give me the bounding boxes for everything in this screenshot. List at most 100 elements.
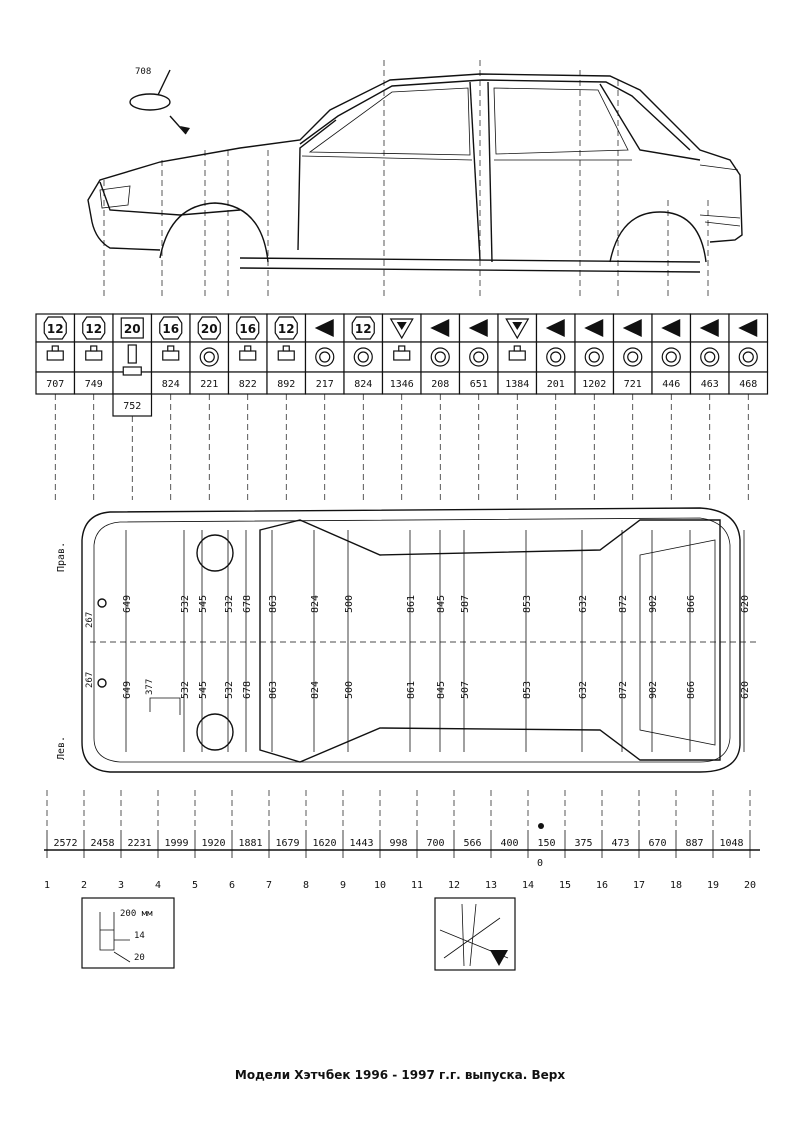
ring-inner-icon <box>742 351 754 363</box>
pin-fixture-icon <box>127 344 137 364</box>
plan-dim-lower: 863 <box>268 681 279 699</box>
hex-badge-icon <box>197 316 221 340</box>
ring-inner-icon <box>434 351 446 363</box>
plan-dim-upper: 863 <box>268 595 279 613</box>
longitudinal-dim-label: 566 <box>463 838 481 849</box>
side-label-right: Прав. <box>56 542 67 572</box>
table-value-label: 824 <box>354 379 372 390</box>
longitudinal-dim-label: 375 <box>574 838 592 849</box>
plan-dim-lower: 532 <box>224 681 235 699</box>
caption: Модели Хэтчбек 1996 - 1997 г.г. выпуска.… <box>234 1068 566 1082</box>
cone-left-icon <box>545 319 565 337</box>
table-value-label: 1202 <box>582 379 606 390</box>
plan-dim-lower: 866 <box>686 681 697 699</box>
pad-stem-icon <box>398 345 406 352</box>
table-value-label: 446 <box>662 379 680 390</box>
plan-dim-upper: 545 <box>198 595 209 613</box>
point-number: 15 <box>559 880 571 891</box>
table-value-label: 892 <box>277 379 295 390</box>
plan-dim-upper: 866 <box>686 595 697 613</box>
plan-dim-lower: 545 <box>198 681 209 699</box>
table-value-label: 217 <box>316 379 334 390</box>
point-number: 14 <box>522 880 534 891</box>
cone-left-icon <box>738 319 758 337</box>
inner-dim: 377 <box>145 679 155 695</box>
longitudinal-dim-label: 1620 <box>312 838 336 849</box>
point-number: 9 <box>340 880 346 891</box>
table-value-label: 1384 <box>505 379 529 390</box>
longitudinal-dim-label: 998 <box>389 838 407 849</box>
table-value-label: 201 <box>547 379 565 390</box>
longitudinal-dim-label: 1881 <box>238 838 262 849</box>
table-value-label: 221 <box>200 379 218 390</box>
ring-inner-icon <box>319 351 331 363</box>
front-dim-lower: 267 <box>85 672 95 688</box>
inset-left-line2: 14 <box>134 931 145 941</box>
pad-stem-icon <box>282 345 290 352</box>
plan-dim-upper: 678 <box>242 595 253 613</box>
plan-dim-lower: 632 <box>578 681 589 699</box>
ring-inner-icon <box>357 351 369 363</box>
hex-badge-icon <box>159 316 183 340</box>
table-value-label: 707 <box>46 379 64 390</box>
pad-fixture-icon <box>277 350 295 361</box>
car-side-view <box>87 60 743 300</box>
datum-zero: 0 <box>537 858 543 869</box>
point-number: 1 <box>44 880 50 891</box>
table-badge-label: 20 <box>124 322 141 336</box>
table-value-label: 721 <box>624 379 642 390</box>
plan-dim-lower: 500 <box>344 681 355 699</box>
point-number: 17 <box>633 880 645 891</box>
plan-dim-upper: 649 <box>122 595 133 613</box>
plan-dim-upper: 500 <box>344 595 355 613</box>
plan-dim-upper: 532 <box>180 595 191 613</box>
longitudinal-dim-label: 1999 <box>164 838 188 849</box>
plan-dim-lower: 845 <box>436 681 447 699</box>
table-extra-label: 752 <box>123 401 141 412</box>
plan-dim-lower: 824 <box>310 681 321 699</box>
plan-dim-lower: 532 <box>180 681 191 699</box>
cone-down-fill-icon <box>512 322 523 330</box>
inset-left <box>81 897 175 969</box>
pad-stem-icon <box>90 345 98 352</box>
point-number: 10 <box>374 880 386 891</box>
plan-dim-upper: 872 <box>618 595 629 613</box>
hex-badge-icon <box>274 316 298 340</box>
point-number: 12 <box>448 880 460 891</box>
plan-dim-upper: 632 <box>578 595 589 613</box>
plan-dimension-labels: 6496495325325455455325326786788638638248… <box>122 595 751 699</box>
plan-dim-upper: 861 <box>406 595 417 613</box>
inset-left-line1: 200 мм <box>120 909 153 919</box>
pad-stem-icon <box>513 345 521 352</box>
cone-left-icon <box>314 319 334 337</box>
cone-left-icon <box>430 319 450 337</box>
point-number: 13 <box>485 880 497 891</box>
point-number: 8 <box>303 880 309 891</box>
table-badge-label: 12 <box>355 322 372 336</box>
ring-inner-icon <box>203 351 215 363</box>
table-value-label: 468 <box>739 379 757 390</box>
pad-fixture-icon <box>85 350 103 361</box>
front-dim-upper: 267 <box>85 612 95 628</box>
pad-fixture-icon <box>162 350 180 361</box>
hex-badge-icon <box>351 316 375 340</box>
point-number: 11 <box>411 880 423 891</box>
table-value-label: 1346 <box>390 379 414 390</box>
hex-badge-icon <box>43 316 67 340</box>
plan-dim-upper: 853 <box>522 595 533 613</box>
ring-inner-icon <box>550 351 562 363</box>
hex-badge-icon <box>82 316 106 340</box>
ring-inner-icon <box>473 351 485 363</box>
ring-inner-icon <box>588 351 600 363</box>
plan-dim-upper: 824 <box>310 595 321 613</box>
plan-dim-upper: 620 <box>740 595 751 613</box>
plan-dim-lower: 620 <box>740 681 751 699</box>
longitudinal-dim-label: 1679 <box>275 838 299 849</box>
pad-fixture-icon <box>508 350 526 361</box>
longitudinal-dim-label: 473 <box>611 838 629 849</box>
longitudinal-dim-label: 2458 <box>90 838 114 849</box>
cone-down-fill-icon <box>396 322 407 330</box>
